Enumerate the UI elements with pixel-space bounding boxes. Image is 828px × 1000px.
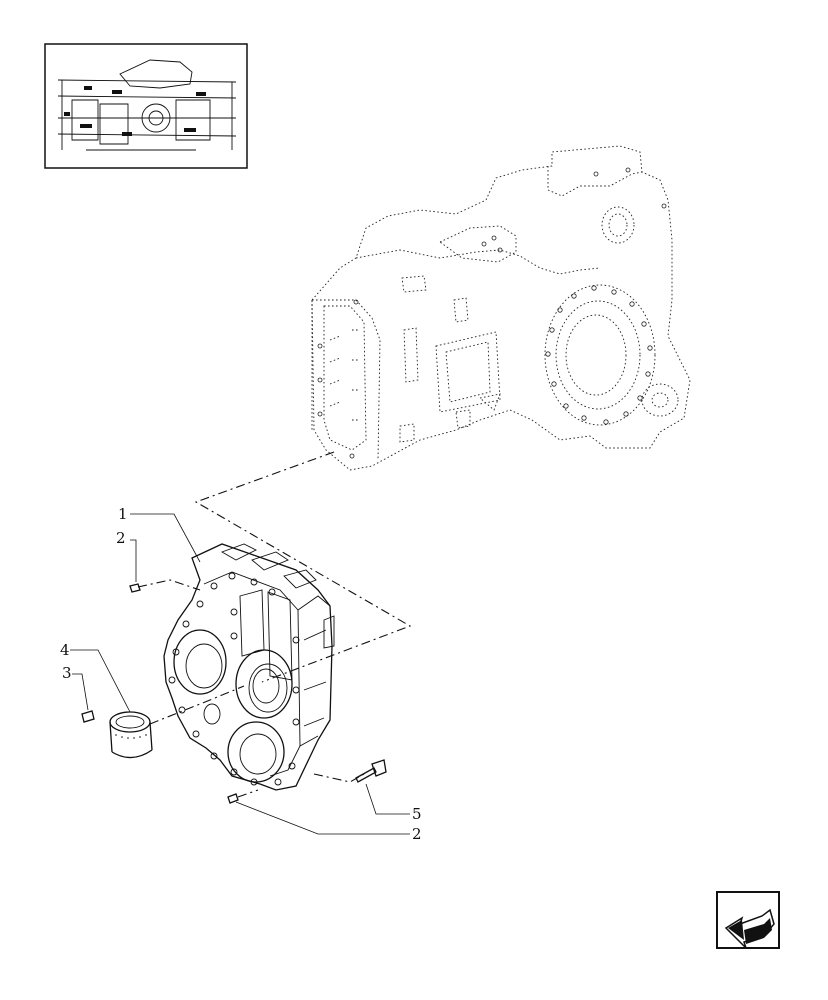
part-3-pin[interactable] bbox=[81, 710, 95, 723]
callout-5: 5 bbox=[412, 805, 422, 823]
callout-3: 3 bbox=[62, 664, 72, 682]
leader-lines bbox=[70, 513, 410, 835]
callout-1: 1 bbox=[118, 505, 128, 523]
assembly-overview-thumbnail[interactable] bbox=[44, 43, 248, 169]
part-1-front-cover[interactable] bbox=[163, 543, 335, 791]
callout-4: 4 bbox=[60, 641, 70, 659]
part-4-bushing[interactable] bbox=[109, 711, 153, 759]
part-2-dowel-pin-lower[interactable] bbox=[227, 793, 239, 804]
assembly-lines bbox=[137, 451, 412, 798]
back-arrow-icon[interactable] bbox=[716, 891, 780, 949]
callout-2-lower: 2 bbox=[412, 825, 422, 843]
part-2-dowel-pin[interactable] bbox=[129, 583, 141, 593]
callout-2: 2 bbox=[116, 529, 126, 547]
part-5-bolt[interactable] bbox=[355, 759, 387, 783]
housing-bolt-holes bbox=[317, 167, 667, 459]
transmission-housing-outline bbox=[311, 145, 691, 471]
